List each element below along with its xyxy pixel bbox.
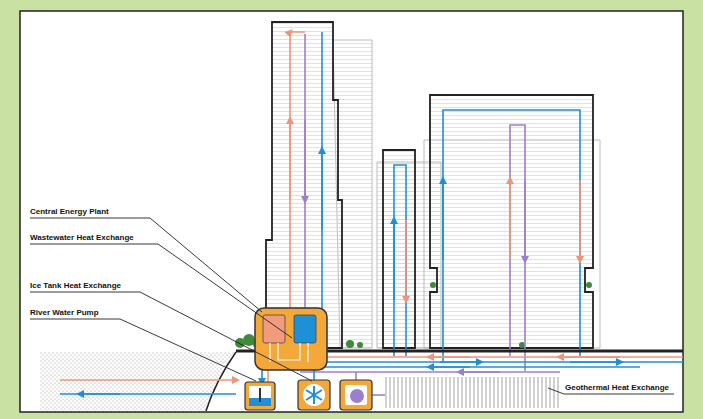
callout-label: Ice Tank Heat Exchange — [30, 281, 121, 291]
river-water-pump — [245, 382, 275, 410]
callout-label: Central Energy Plant — [30, 207, 109, 217]
river-edge — [206, 352, 236, 411]
river-bank — [40, 352, 236, 411]
ice-tank — [298, 380, 330, 410]
buildings — [266, 22, 600, 348]
leader-lines — [30, 218, 674, 394]
risers — [290, 32, 580, 371]
callout-label: Wastewater Heat Exchange — [30, 233, 134, 243]
wastewater-tank — [340, 380, 372, 410]
callout-label: Geothermal Heat Exchange — [565, 383, 669, 393]
panel — [20, 11, 683, 412]
callout-label: River Water Pump — [30, 308, 99, 318]
central-energy-plant — [255, 308, 327, 370]
geothermal-field — [385, 377, 561, 408]
